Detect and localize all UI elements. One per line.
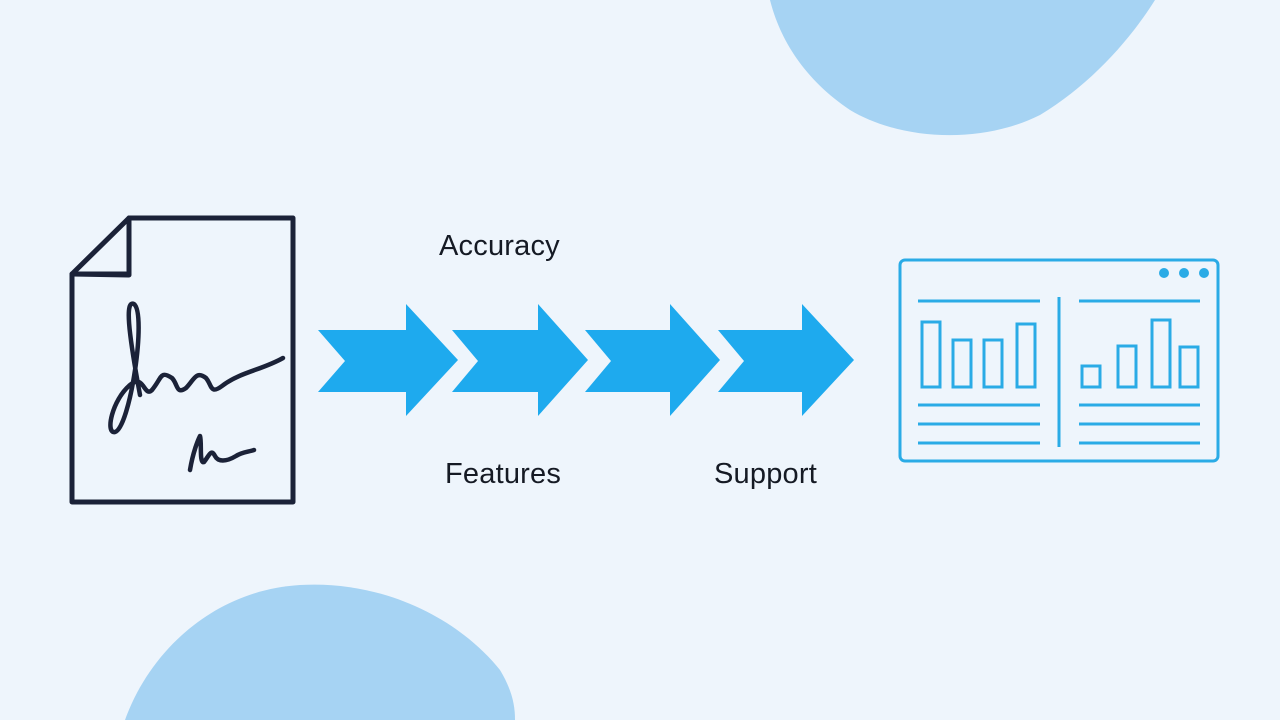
analytics-dashboard-icon	[898, 258, 1220, 463]
top-right-blob	[770, 0, 1155, 136]
bottom-left-blob	[125, 584, 515, 720]
arrow-4	[718, 304, 854, 416]
arrow-2	[452, 304, 588, 416]
flow-arrows	[318, 304, 854, 416]
arrow-1	[318, 304, 458, 416]
label-features: Features	[445, 458, 562, 490]
label-accuracy: Accuracy	[439, 230, 560, 262]
label-support: Support	[714, 458, 817, 490]
arrow-3	[585, 304, 720, 416]
signed-document-icon	[69, 215, 296, 505]
